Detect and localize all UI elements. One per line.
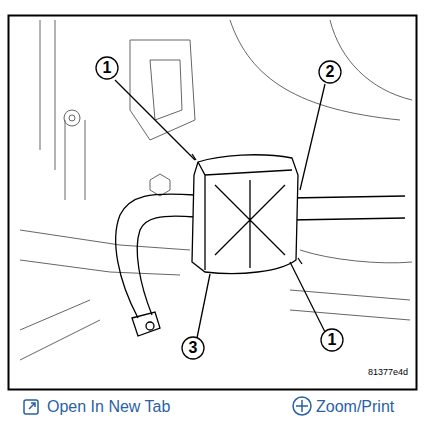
callout-number: 1 bbox=[328, 332, 337, 348]
callout-number: 3 bbox=[189, 340, 198, 356]
callout-number: 2 bbox=[326, 64, 335, 80]
link-text: Zoom/Print bbox=[316, 399, 394, 415]
link-text: Open In New Tab bbox=[47, 399, 170, 415]
figure-code: 81377e4d bbox=[368, 368, 408, 377]
callout-number: 1 bbox=[103, 60, 112, 76]
